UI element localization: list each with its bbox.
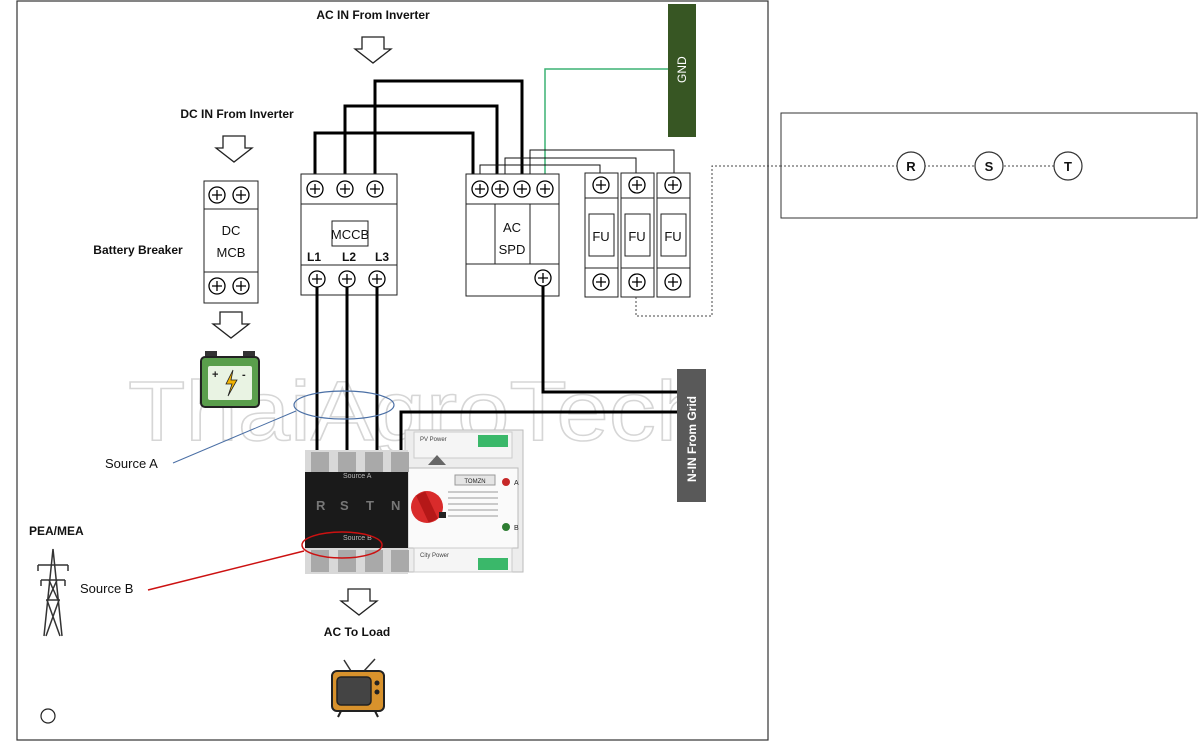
wire-n-grid (399, 410, 677, 460)
wire-l1-inv (313, 131, 475, 189)
ats-phase-s: S (340, 498, 349, 513)
wire-fuse-1 (479, 164, 601, 178)
screw-terminal (306, 180, 324, 198)
screw-terminal (308, 270, 326, 288)
phase-t-terminal: T (1053, 151, 1083, 181)
phase-s-terminal: S (974, 151, 1004, 181)
screw-terminal (628, 176, 646, 194)
spd-label-2: SPD (499, 242, 526, 257)
screw-terminal (491, 180, 509, 198)
svg-text:S: S (985, 159, 994, 174)
gnd-wire (544, 68, 668, 188)
screw-terminal (208, 277, 226, 295)
l1-label: L1 (307, 250, 321, 264)
battery-breaker-label: Battery Breaker (93, 243, 183, 257)
dc-mcb: DC MCB (203, 180, 259, 304)
screw-terminal (513, 180, 531, 198)
corner-circle (40, 708, 56, 724)
source-b-label: Source B (80, 581, 133, 596)
screw-terminal (471, 180, 489, 198)
ats-spec-text (448, 491, 498, 517)
screw-terminal (232, 277, 250, 295)
ats-brand: TOMZN (464, 479, 485, 485)
house-icon (428, 455, 446, 465)
screw-terminal (592, 273, 610, 291)
wire-l2-inv (343, 104, 499, 189)
l2-label: L2 (342, 250, 356, 264)
ats-indicator-b (502, 523, 510, 531)
pea-mea-label: PEA/MEA (29, 524, 84, 538)
source-a-label: Source A (105, 456, 158, 471)
svg-text:T: T (1064, 159, 1072, 174)
spd-label-1: AC (503, 220, 521, 235)
enclosure-frame (16, 0, 769, 741)
svg-text:-: - (242, 369, 246, 381)
screw-terminal (208, 186, 226, 204)
grid-bar (677, 369, 706, 502)
screw-terminal (336, 180, 354, 198)
n-in-grid-label: N-IN From Grid (685, 396, 699, 482)
svg-text:+: + (212, 369, 218, 381)
wire-spd-ground (541, 286, 677, 394)
pylon-icon (37, 548, 69, 637)
wire-l3-inv (373, 79, 524, 189)
ats-city-label: City Power (420, 553, 449, 559)
screw-terminal (664, 176, 682, 194)
ats-pv-label: PV Power (420, 437, 447, 443)
arrow-down-icon (339, 588, 379, 616)
mccb-breaker: MCCB L1 L2 L3 (300, 173, 398, 296)
ats-phase-n: N (391, 498, 400, 513)
ac-in-label: AC IN From Inverter (316, 8, 430, 22)
source-a-ring (293, 390, 395, 420)
l3-label: L3 (375, 250, 389, 264)
wire-fuse-2 (504, 157, 637, 178)
ats-phase-r: R (316, 498, 326, 513)
fuse-3: FU (656, 172, 691, 298)
arrow-down-icon (353, 36, 393, 64)
fuse-1: FU (584, 172, 619, 298)
screw-terminal (534, 269, 552, 287)
mccb-label: MCCB (331, 227, 369, 242)
screw-terminal (592, 176, 610, 194)
dc-mcb-label-1: DC (222, 223, 241, 238)
source-a-callout (172, 410, 297, 464)
ats-b-label: B (514, 525, 519, 532)
ats-source-a-mark: Source A (343, 473, 372, 480)
fuse-2: FU (620, 172, 655, 298)
phase-r-terminal: R (896, 151, 926, 181)
ats-switch: PV Power TOMZN A B City Power Source A R (305, 429, 524, 574)
tv-icon (331, 658, 385, 718)
battery-icon: + - (200, 351, 260, 408)
screw-terminal (366, 180, 384, 198)
svg-text:R: R (906, 159, 916, 174)
screw-terminal (536, 180, 554, 198)
ats-a-label: A (514, 480, 519, 487)
source-b-callout (147, 550, 305, 591)
fuse-signal-line (635, 165, 910, 317)
arrow-down-icon (211, 311, 251, 339)
ats-source-b-mark: Source B (343, 535, 372, 542)
screw-terminal (368, 270, 386, 288)
gnd-label: GND (675, 56, 689, 83)
screw-terminal (232, 186, 250, 204)
fuse-label: FU (628, 229, 645, 244)
screw-terminal (338, 270, 356, 288)
screw-terminal (664, 273, 682, 291)
arrow-down-icon (214, 135, 254, 163)
fuse-label: FU (592, 229, 609, 244)
wire-fuse-3 (529, 149, 675, 178)
ac-to-load-label: AC To Load (324, 625, 390, 639)
fuse-label: FU (664, 229, 681, 244)
ac-spd: AC SPD (465, 173, 560, 297)
dc-mcb-label-2: MCB (217, 245, 246, 260)
ats-indicator-a (502, 478, 510, 486)
mccb-label-box (331, 220, 369, 247)
gnd-bar (668, 4, 696, 137)
ats-phase-t: T (366, 498, 374, 513)
dc-in-label: DC IN From Inverter (180, 107, 294, 121)
screw-terminal (628, 273, 646, 291)
source-b-ring (301, 531, 383, 559)
